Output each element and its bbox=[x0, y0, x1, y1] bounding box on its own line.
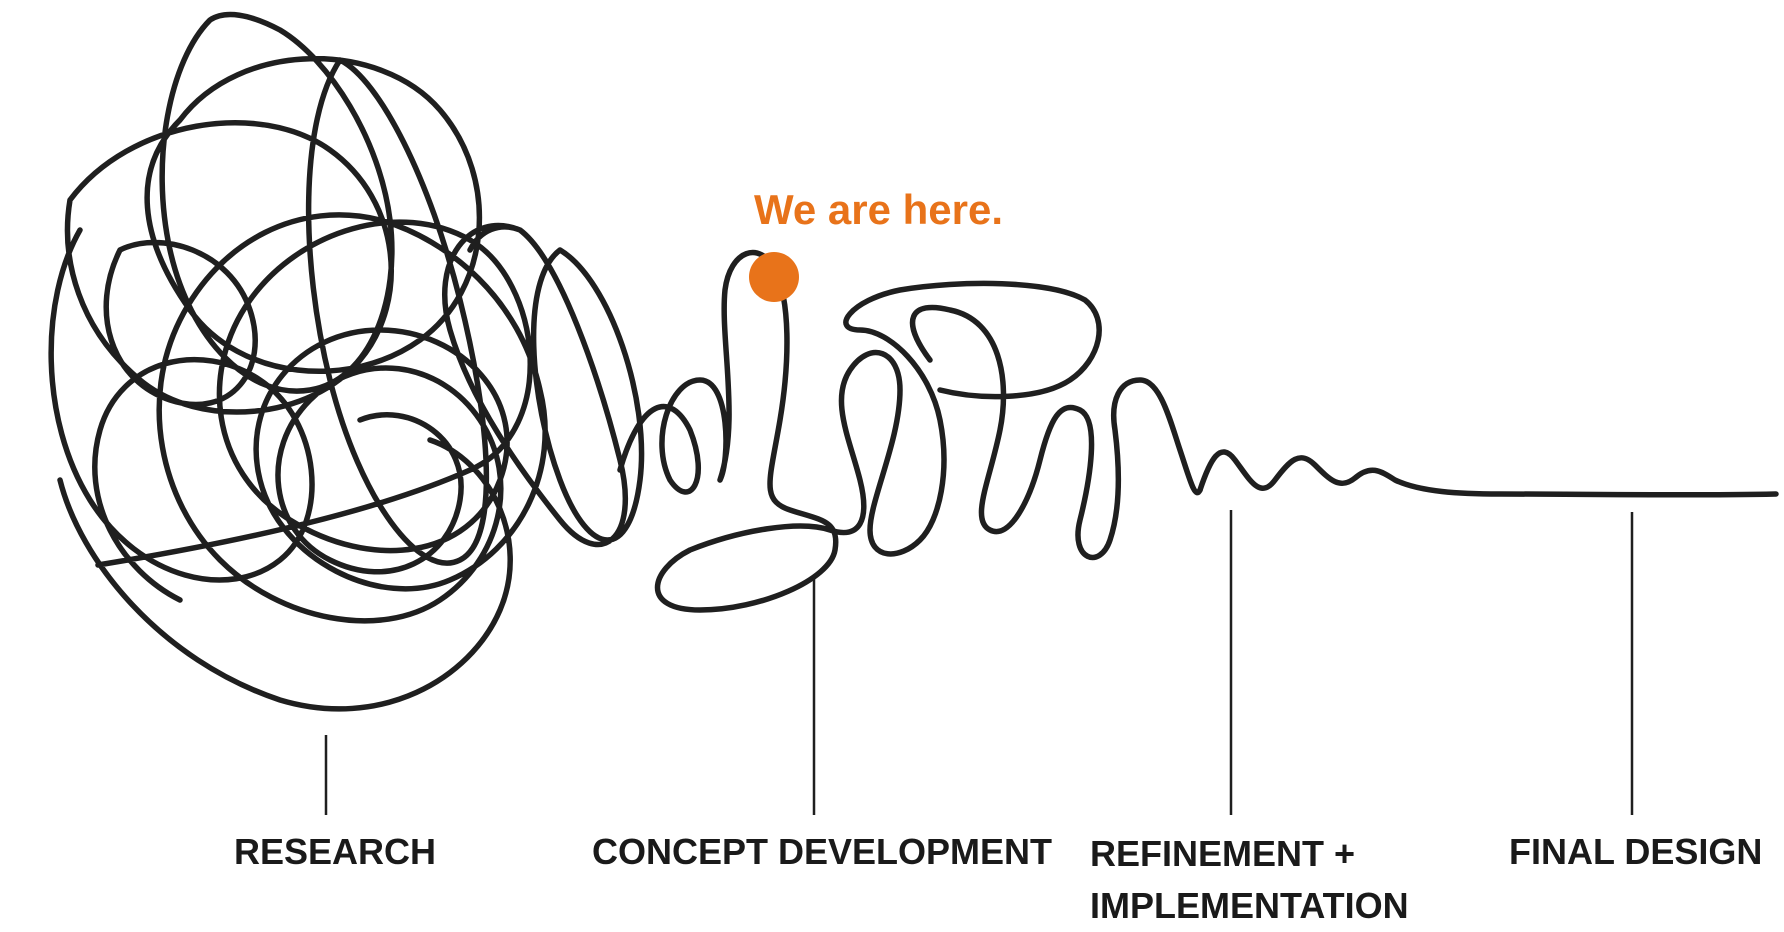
stage-label-refinement-implementation: REFINEMENT + IMPLEMENTATION bbox=[1090, 833, 1409, 926]
research-scribble bbox=[48, 11, 645, 712]
stage-label-concept-development: CONCEPT DEVELOPMENT bbox=[592, 831, 1053, 872]
stage-label-research: RESEARCH bbox=[234, 831, 437, 872]
refinement-line bbox=[1197, 449, 1779, 498]
concept-scribble bbox=[617, 249, 1203, 613]
current-position-marker bbox=[749, 252, 799, 302]
stage-label-final-design: FINAL DESIGN bbox=[1509, 831, 1763, 872]
marker-label: We are here. bbox=[754, 186, 1004, 233]
